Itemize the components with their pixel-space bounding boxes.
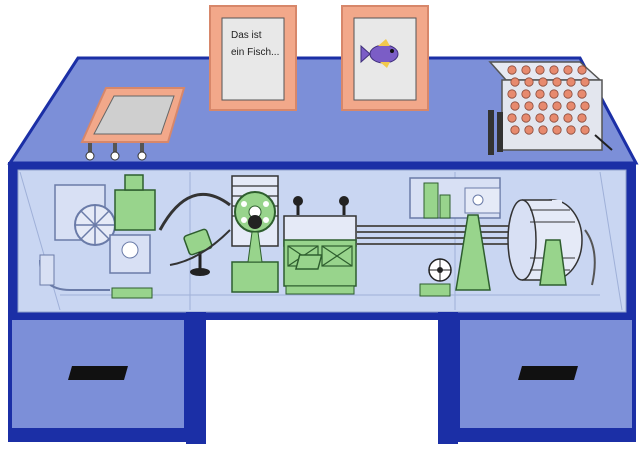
device-dot xyxy=(524,77,534,87)
right-base xyxy=(438,430,636,442)
device-dot xyxy=(535,89,545,99)
fish-frame xyxy=(341,5,429,111)
device-dot xyxy=(521,113,531,123)
dot-grid xyxy=(507,65,590,135)
device-dot xyxy=(552,125,562,135)
device-dot xyxy=(535,113,545,123)
device-dot xyxy=(566,125,576,135)
device-dot xyxy=(563,65,573,75)
device-dot xyxy=(510,77,520,87)
frame-text-line1: Das ist xyxy=(231,30,262,41)
left-drawer-handle[interactable] xyxy=(68,366,128,380)
device-dot xyxy=(566,77,576,87)
device-dot xyxy=(521,65,531,75)
device-dot xyxy=(580,101,590,111)
device-dot xyxy=(535,65,545,75)
device-dot xyxy=(549,89,559,99)
device-dot xyxy=(577,65,587,75)
device-dot xyxy=(507,65,517,75)
frame-text-line2: ein Fisch... xyxy=(231,47,279,58)
device-dot xyxy=(521,89,531,99)
device-dot xyxy=(538,101,548,111)
left-inner-leg xyxy=(186,312,206,444)
device-dot xyxy=(524,125,534,135)
dot-grid-device xyxy=(488,61,613,155)
device-dot xyxy=(510,101,520,111)
device-dot xyxy=(580,125,590,135)
right-drawer[interactable] xyxy=(456,316,636,432)
device-dot xyxy=(507,89,517,99)
text-frame: Das ist ein Fisch... xyxy=(209,5,297,111)
fish-icon xyxy=(360,39,399,68)
device-dot xyxy=(549,65,559,75)
device-dot xyxy=(566,101,576,111)
upper-right-machines xyxy=(409,177,501,219)
device-dot xyxy=(510,125,520,135)
right-inner-leg xyxy=(438,312,458,444)
device-dot xyxy=(577,89,587,99)
device-dot xyxy=(552,77,562,87)
gear-wheel xyxy=(419,258,452,297)
device-dot xyxy=(552,101,562,111)
device-dot xyxy=(563,113,573,123)
funnel-icon xyxy=(455,214,491,291)
device-dot xyxy=(524,101,534,111)
left-base xyxy=(8,430,206,442)
device-dot xyxy=(538,125,548,135)
right-drawer-handle[interactable] xyxy=(518,366,578,380)
device-dot xyxy=(577,113,587,123)
lamp-icon xyxy=(183,228,213,276)
device-dot xyxy=(507,113,517,123)
device-dot xyxy=(538,77,548,87)
device-dot xyxy=(549,113,559,123)
frame-stand-knobs xyxy=(85,143,147,161)
left-drawer[interactable] xyxy=(8,316,188,432)
pump-machine xyxy=(39,174,156,299)
spool-machine xyxy=(231,175,279,293)
left-frame-lying xyxy=(80,87,186,161)
device-dot xyxy=(580,77,590,87)
device-dot xyxy=(563,89,573,99)
drum-machine xyxy=(507,199,596,286)
lever-box xyxy=(283,196,357,295)
lever-icon xyxy=(293,196,349,215)
